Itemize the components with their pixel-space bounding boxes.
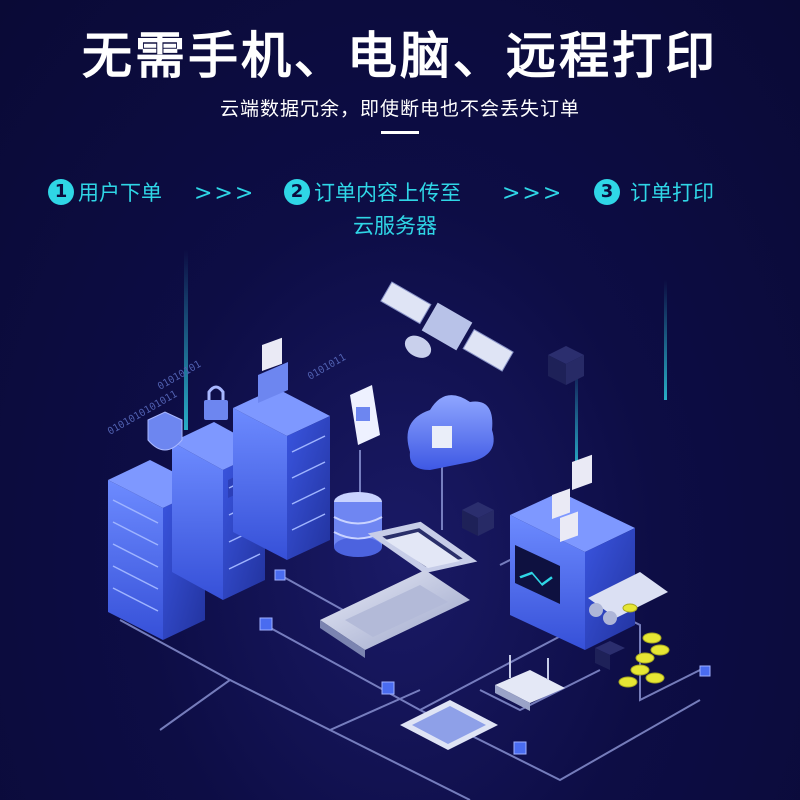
light-beams — [184, 250, 667, 470]
step-3: 3 订单打印 — [594, 178, 714, 208]
coin-stack-icon — [618, 603, 670, 688]
decor-cubes — [462, 346, 625, 670]
step-2-number: 2 — [284, 179, 310, 205]
page-title: 无需手机、电脑、远程打印 — [82, 27, 718, 85]
step-3-number: 3 — [594, 179, 620, 205]
folder-icon — [258, 337, 288, 403]
binary-decor-2: 01010101 — [156, 359, 203, 393]
page-subtitle: 云端数据冗余，即使断电也不会丢失订单 — [219, 98, 580, 120]
tablet-icon — [400, 700, 498, 750]
database-icon — [333, 492, 383, 557]
binary-decor-3: 0101011 — [306, 352, 348, 383]
circuit-nodes — [259, 569, 711, 755]
step-separator-1: >>> — [194, 181, 256, 206]
step-1-label: 用户下单 — [78, 181, 162, 205]
step-1-number: 1 — [48, 179, 74, 205]
lock-icon — [204, 385, 228, 420]
printer-icon — [510, 454, 668, 650]
laptop-icon — [320, 521, 478, 658]
step-2-label-line2: 云服务器 — [353, 214, 437, 238]
shield-icon — [147, 411, 183, 451]
cloud-server-icon — [407, 395, 494, 470]
step-3-label: 订单打印 — [630, 181, 714, 205]
satellite-icon — [380, 281, 514, 372]
phone-icon — [350, 385, 380, 445]
cloud-printing-illustration: 0101010101011 01010101 0101011 — [106, 250, 711, 800]
step-separator-2: >>> — [502, 181, 564, 206]
router-icon — [495, 655, 565, 711]
server-rack-3 — [233, 388, 330, 560]
title-divider — [381, 131, 419, 134]
step-2-label: 订单内容上传至 — [314, 181, 461, 205]
